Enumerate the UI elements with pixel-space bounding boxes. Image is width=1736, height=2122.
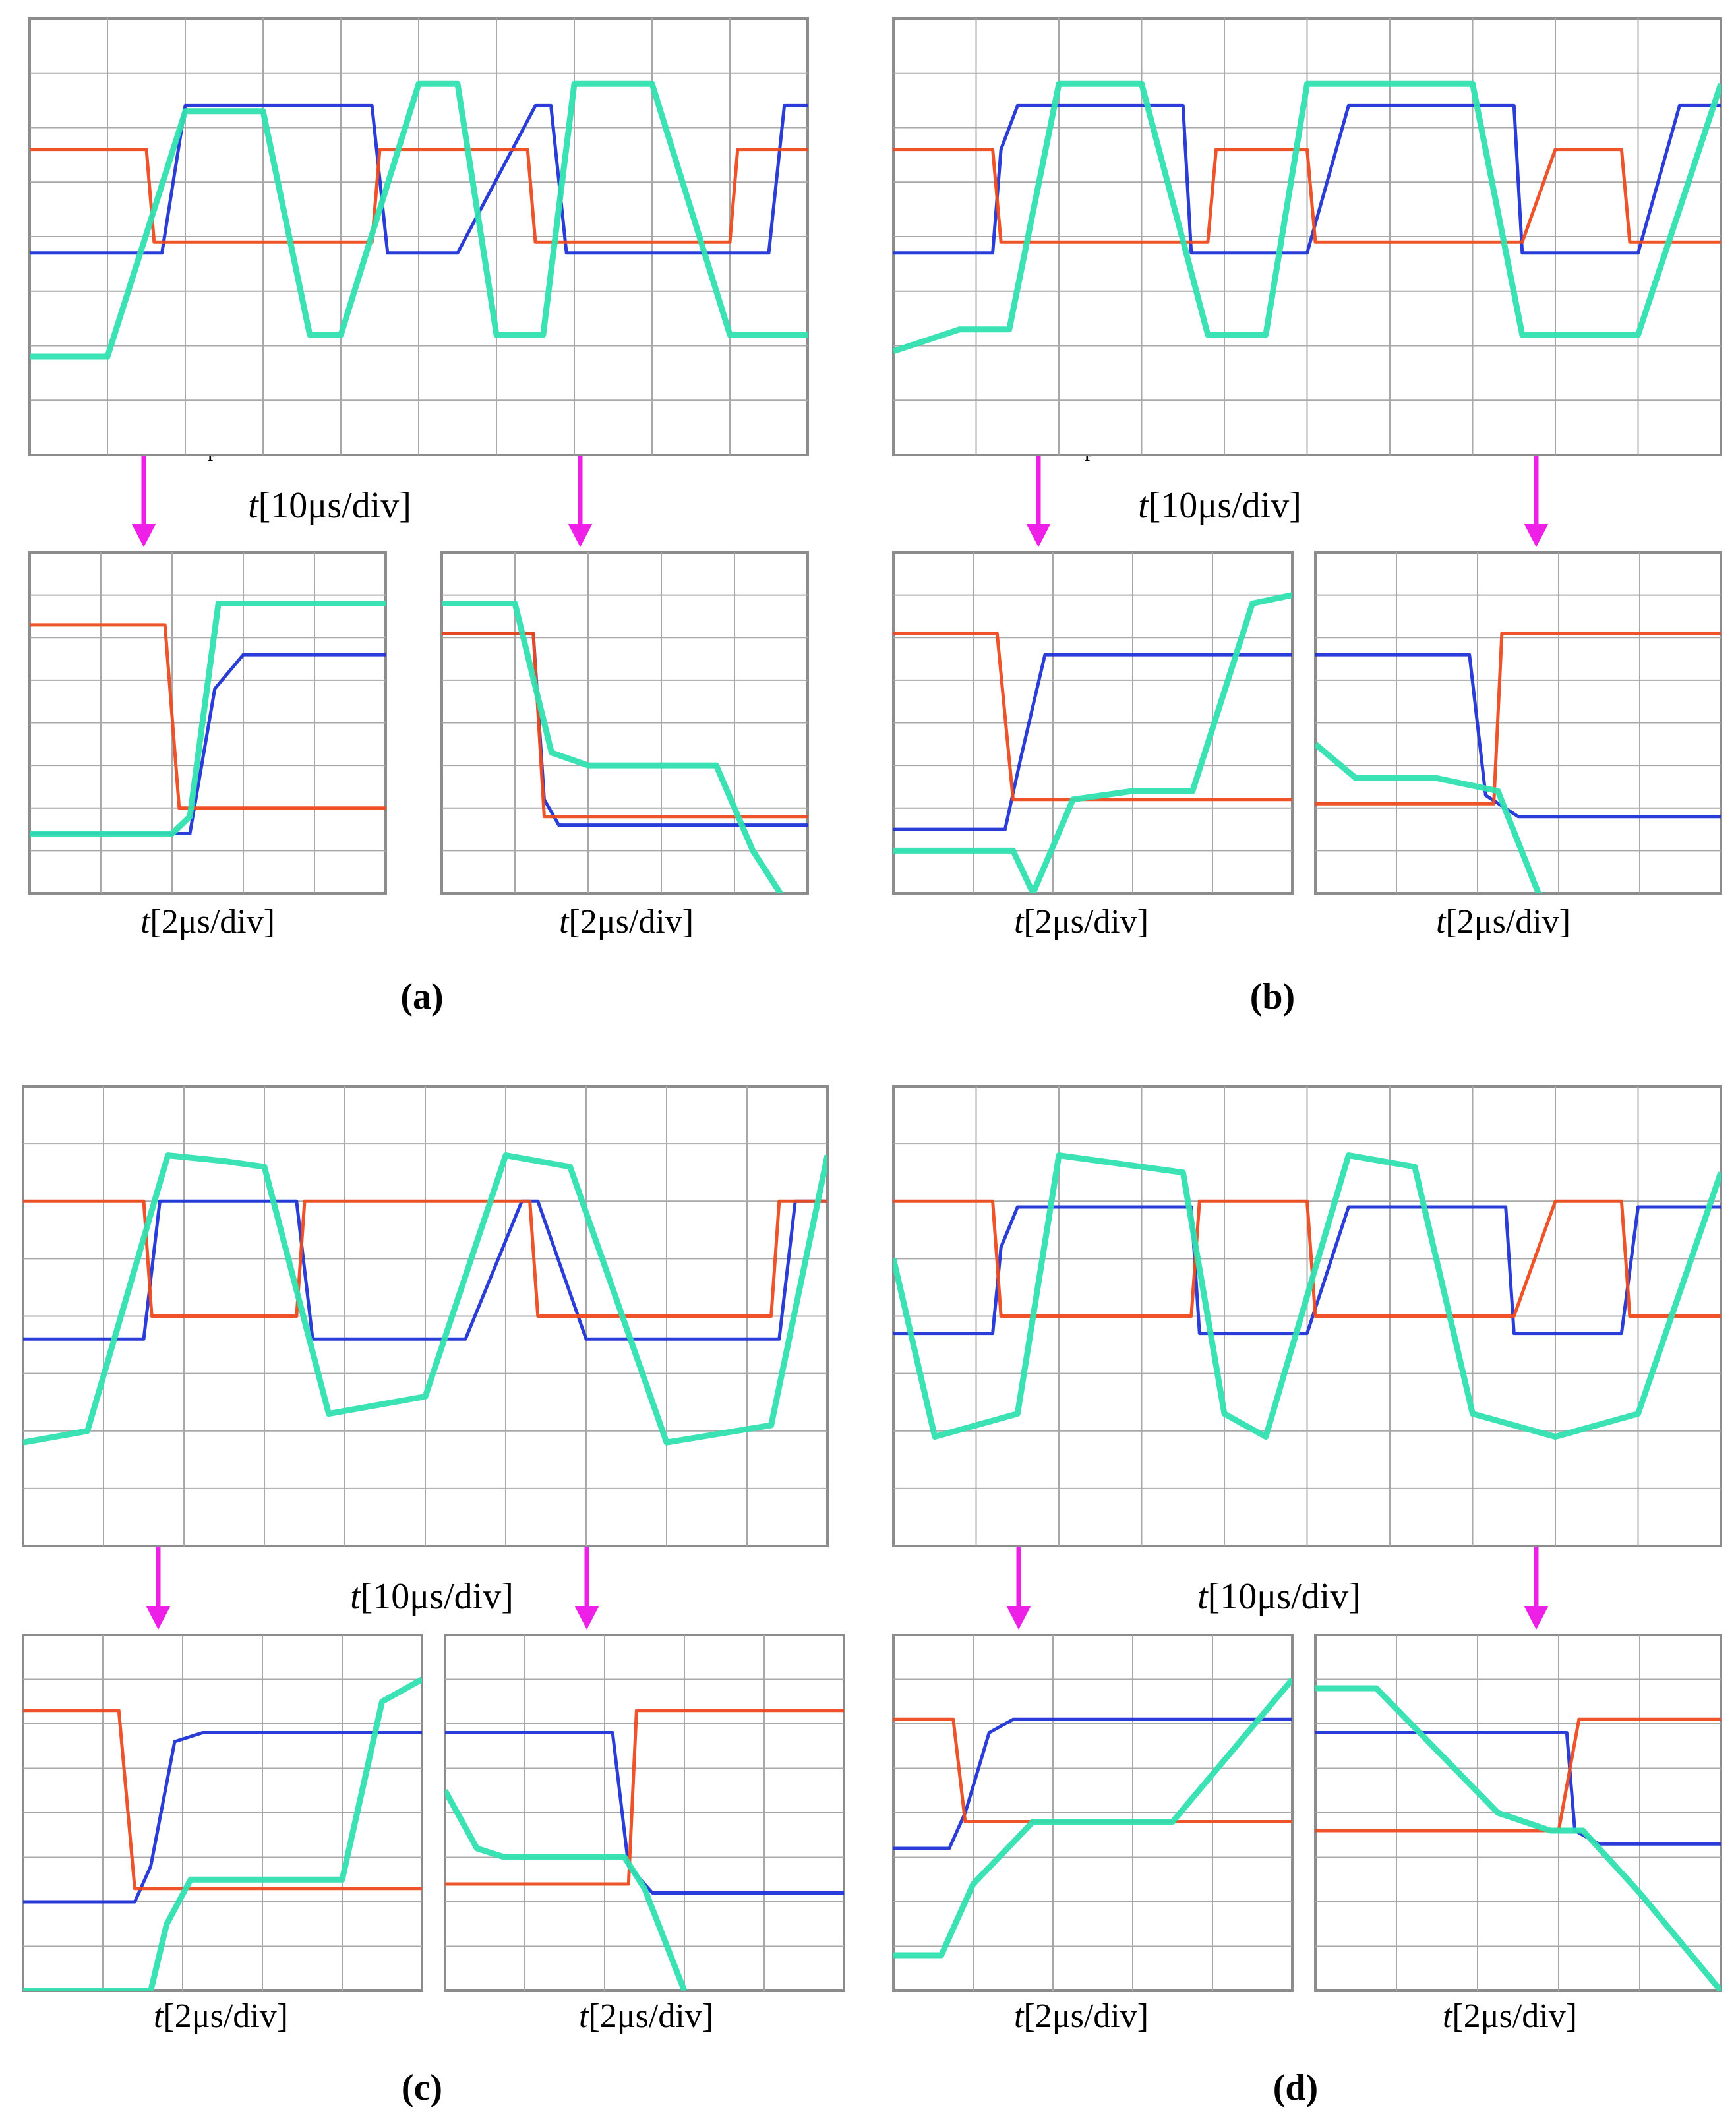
series-ip1-3a-div--trace [893, 1152, 1721, 1440]
series-vds-100v-div--trace [23, 1709, 422, 1891]
zoom-left-scope-c [22, 1634, 423, 1992]
zoom-left-scope-b [892, 551, 1294, 895]
main-time-axis-label: t[10μs/div] [350, 1576, 514, 1617]
zoom-pointer-arrow-head [568, 524, 593, 547]
zoom-left-scope-d [892, 1634, 1294, 1992]
zoom-left-time-axis-label: t[2μs/div] [154, 1997, 288, 2035]
main-time-axis-label: t[10μs/div] [1138, 485, 1302, 526]
series-vgs-10v-div--trace [23, 1731, 422, 1904]
series-vgs-10v-div--trace [445, 1731, 844, 1895]
zoom-right-scope-b-series [1315, 632, 1721, 893]
series-ip1-1-5a-div--trace [442, 601, 784, 893]
zoom-right-scope-d [1314, 1634, 1722, 1992]
series-vce-100v-div--trace [1315, 1717, 1721, 1833]
series-vge-10v-div--trace [1315, 653, 1721, 819]
main-scope-a-series [30, 80, 808, 360]
series-ip1-3a-div--trace [445, 1789, 688, 1991]
series-vce-100v-div--trace [893, 1199, 1721, 1318]
series-vds-100v-div--trace [445, 1709, 844, 1886]
series-vge-10v-div--trace [893, 653, 1292, 831]
zoom-right-scope-c [444, 1634, 845, 1992]
zoom-left-scope-d-series [893, 1677, 1292, 1959]
zoom-pointer-arrow-head [131, 524, 156, 547]
zoom-right-time-axis-label: t[2μs/div] [579, 1997, 713, 2035]
main-scope-d [892, 1085, 1722, 1547]
series-ip1-3a-div--trace [893, 1677, 1292, 1959]
series-vgs-10v-div--trace [23, 1199, 827, 1341]
series-ip1-1-5a-div--trace [1315, 742, 1544, 893]
main-time-axis-label: t[10μs/div] [248, 485, 411, 526]
panel-caption: (b) [1250, 976, 1295, 1017]
zoom-left-scope-a-series [30, 601, 386, 837]
zoom-right-scope-c-series [445, 1709, 844, 1991]
panel-caption: (d) [1273, 2067, 1318, 2108]
zoom-left-time-axis-label: t[2μs/div] [1014, 1997, 1149, 2035]
series-vge-10v-div--trace [893, 103, 1721, 255]
zoom-pointer-arrow-head [146, 1606, 171, 1630]
series-vds-100v-div--trace [23, 1199, 827, 1318]
main-scope-c-series [23, 1152, 827, 1446]
zoom-left-time-axis-label: t[2μs/div] [140, 903, 275, 941]
main-scope-b-series [893, 80, 1721, 355]
zoom-right-scope-b [1314, 551, 1722, 895]
series-ip1-3a-div--trace [1315, 1685, 1721, 1991]
zoom-pointer-arrow-head [1524, 1606, 1549, 1630]
main-scope-b [892, 17, 1722, 456]
zoom-pointer-arrow-head [574, 1606, 599, 1630]
series-vce-100v-div--trace [893, 632, 1292, 802]
series-vge-10v-div--trace [893, 1717, 1292, 1850]
zoom-left-scope-a [28, 551, 387, 895]
zoom-pointer-arrow-head [1026, 524, 1051, 547]
series-vce-100v-div--trace [1315, 632, 1721, 806]
zoom-right-time-axis-label: t[2μs/div] [1443, 1997, 1577, 2035]
zoom-left-scope-b-series [893, 592, 1292, 893]
series-ip1-1-5a-div--trace [893, 592, 1292, 893]
series-ip1-1-5a-div--trace [30, 601, 386, 837]
zoom-left-scope-c-series [23, 1676, 422, 1991]
panel-caption: (c) [402, 2067, 442, 2108]
zoom-pointer-arrow-head [1524, 524, 1549, 547]
series-vce-100v-div--trace [893, 1717, 1292, 1823]
series-ip1-3a-div--trace [23, 1676, 422, 1991]
main-time-axis-label: t[10μs/div] [1197, 1576, 1361, 1617]
series-ip1-1-5a-div--trace [893, 80, 1721, 355]
series-ip1-3a-div--trace [23, 1152, 827, 1446]
series-vce-100v-div--trace [893, 148, 1721, 244]
zoom-right-scope-a-series [442, 601, 808, 893]
zoom-right-time-axis-label: t[2μs/div] [1436, 903, 1571, 941]
series-ip1-1-5a-div--trace [30, 80, 808, 360]
series-vds-100v-div--trace [30, 148, 808, 244]
zoom-right-scope-d-series [1315, 1685, 1721, 1991]
series-vgs-10v-div--trace [30, 103, 808, 255]
zoom-right-time-axis-label: t[2μs/div] [559, 903, 694, 941]
panel-caption: (a) [400, 976, 443, 1017]
main-scope-a [28, 17, 809, 456]
zoom-pointer-arrow-head [1006, 1606, 1031, 1630]
series-vds-100v-div--trace [30, 623, 386, 810]
series-vds-100v-div--trace [442, 632, 808, 819]
main-scope-c [22, 1085, 829, 1547]
series-vge-10v-div--trace [893, 1205, 1721, 1336]
zoom-right-scope-a [440, 551, 809, 895]
main-scope-d-series [893, 1152, 1721, 1440]
zoom-left-time-axis-label: t[2μs/div] [1014, 903, 1149, 941]
